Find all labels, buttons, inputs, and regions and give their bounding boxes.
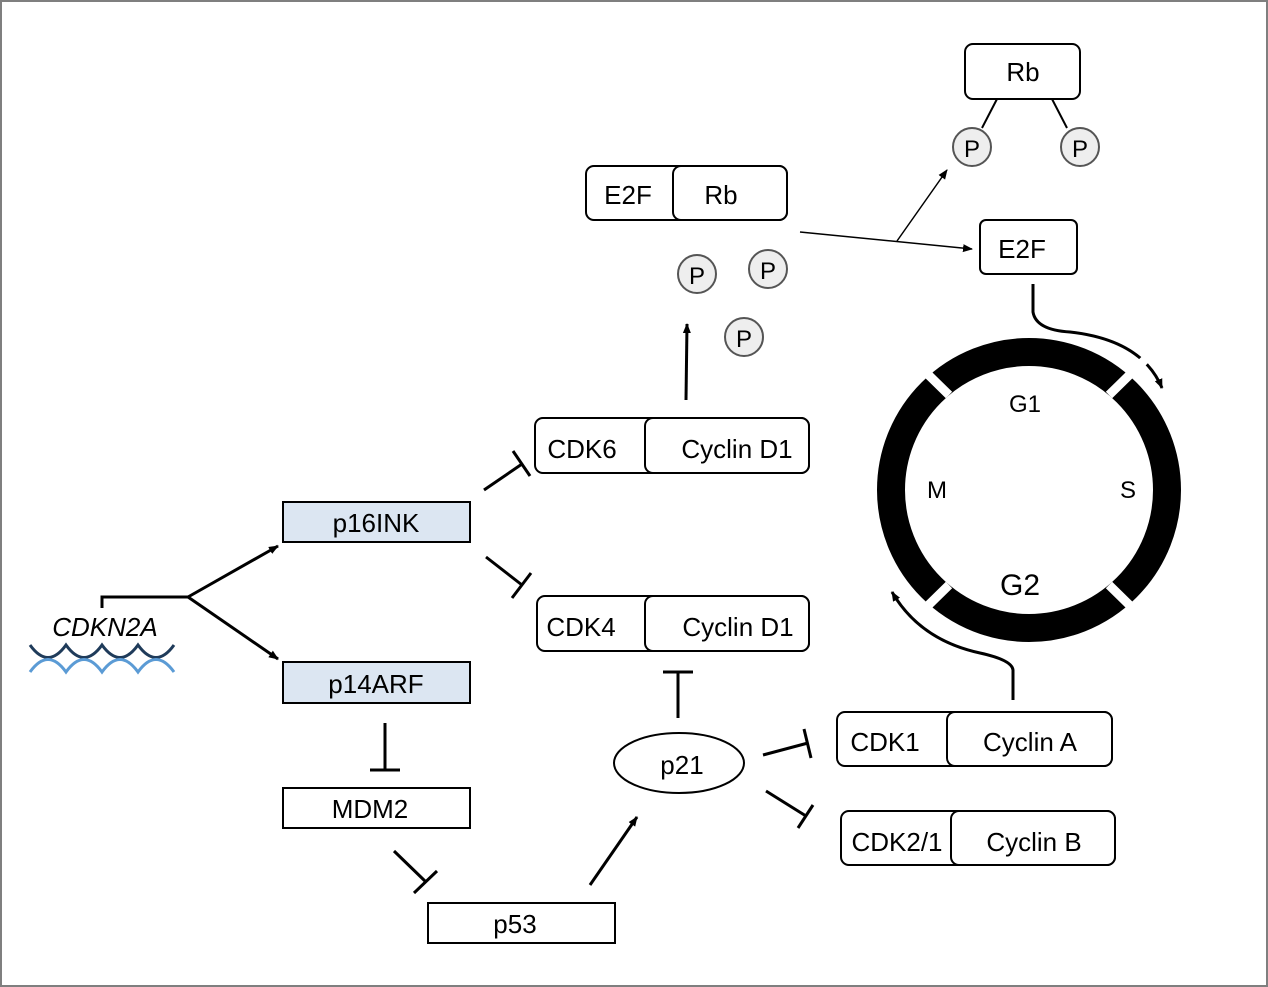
inhibit-p21-to-cdk4 [663,670,693,718]
inhibit-p16-to-cdk4 [485,555,533,599]
phase-m-label: M [927,477,947,504]
gene-label: CDKN2A [52,612,157,642]
phospho-rb-node: Rb [964,43,1081,129]
phase-g2-label: G2 [1000,569,1040,602]
inhibit-mdm2-to-p53 [392,849,439,895]
inhibit-p21-to-cdk1 [762,728,813,759]
phosphate-icon: P [1060,127,1100,167]
inhibit-p21-to-cdk2 [765,789,815,829]
e2f-rb-complex: E2F Rb [585,165,788,221]
e2f-in-complex-label: E2F [604,180,652,210]
e2f-label: E2F [998,234,1046,264]
arrow-gene-to-p14 [187,595,279,661]
svg-text:P: P [689,263,705,290]
arrow-to-phospho-rb [896,169,948,242]
svg-text:P: P [1072,136,1088,163]
arrow-cdk6-to-phosphorylation [682,323,691,401]
cdk1-label: CDK1 [850,727,919,757]
inhibit-p14-to-mdm2 [370,723,400,772]
gene-branch-line [100,595,188,608]
mdm2-label: MDM2 [332,794,409,824]
phosphate-icon: P [677,254,717,294]
cdk2-cyclin-b-complex: CDK2/1 Cyclin B [840,810,1116,866]
p21-label: p21 [660,750,703,780]
cdk6-cyclin-d1-complex: CDK6 Cyclin D1 [534,417,810,474]
cdk2-label: CDK2/1 [851,827,942,857]
cdkn2a-gene: CDKN2A [28,612,176,675]
cdk1-cyclin-a-complex: CDK1 Cyclin A [836,711,1113,767]
cdk2-cyclin-label: Cyclin B [986,827,1081,857]
arrow-p53-to-p21 [588,816,639,886]
rb-in-complex-label: Rb [704,180,737,210]
dna-helix-icon [28,642,176,675]
p14arf-label: p14ARF [328,669,423,699]
cdk4-label: CDK4 [546,612,615,642]
p16ink-label: p16INK [333,508,420,538]
cdk4-cyclin-label: Cyclin D1 [682,612,793,642]
e2f-node: E2F [979,219,1078,275]
svg-text:P: P [736,326,752,353]
phase-g1-label: G1 [1009,391,1041,418]
arrow-complex-to-e2f [799,231,973,253]
p16ink-node: p16INK [282,501,471,543]
p53-node: p53 [427,902,616,944]
phosphate-icon: P [952,127,992,167]
cdk4-cyclin-d1-complex: CDK4 Cyclin D1 [536,595,810,652]
mdm2-node: MDM2 [282,787,471,829]
phosphate-icon: P [748,249,788,289]
p53-label: p53 [493,909,536,939]
arrow-gene-to-p16 [187,544,279,599]
p21-node: p21 [613,732,745,794]
inhibit-p16-to-cdk6 [483,450,532,492]
cdk1-cyclin-label: Cyclin A [983,727,1078,757]
arrow-e2f-to-cell-cycle [1031,284,1164,389]
phosphate-icon: P [724,317,764,357]
svg-text:P: P [760,258,776,285]
cdk6-label: CDK6 [547,434,616,464]
cell-cycle-ring: G1 S G2 M [877,338,1181,642]
svg-text:P: P [964,136,980,163]
phase-s-label: S [1120,477,1136,504]
rb-label: Rb [1006,57,1039,87]
p14arf-node: p14ARF [282,661,471,704]
arrow-cdk1-to-cell-cycle [890,591,1015,700]
cdk6-cyclin-label: Cyclin D1 [681,434,792,464]
